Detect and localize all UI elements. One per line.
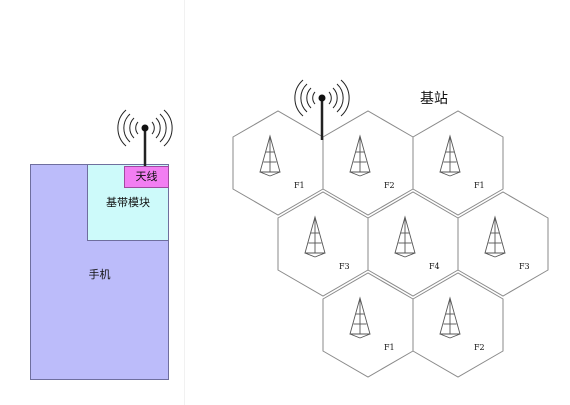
hexagon-cell bbox=[412, 110, 504, 216]
tower-icon bbox=[394, 215, 416, 258]
tower-icon bbox=[439, 134, 461, 177]
cell-freq-label: F4 bbox=[429, 262, 440, 271]
tower-icon bbox=[439, 296, 461, 339]
cell-freq-label: F3 bbox=[339, 262, 350, 271]
cell-7: F1 bbox=[322, 272, 414, 378]
cell-freq-label: F2 bbox=[384, 181, 395, 190]
phone-label: 手机 bbox=[88, 268, 111, 281]
panel-divider bbox=[184, 0, 185, 405]
hexagon-cell bbox=[412, 272, 504, 378]
tower-icon bbox=[349, 296, 371, 339]
tower-icon bbox=[304, 215, 326, 258]
cell-freq-label: F3 bbox=[519, 262, 530, 271]
tower-icon bbox=[259, 134, 281, 177]
cell-1: F1 bbox=[232, 110, 324, 216]
cell-freq-label: F2 bbox=[474, 343, 485, 352]
signal-antenna-icon bbox=[117, 109, 173, 166]
cell-freq-label: F1 bbox=[384, 343, 395, 352]
cell-3: F1 bbox=[412, 110, 504, 216]
cell-freq-label: F1 bbox=[294, 181, 305, 190]
cell-8: F2 bbox=[412, 272, 504, 378]
signal-antenna-icon bbox=[294, 79, 350, 140]
antenna-module bbox=[124, 166, 169, 188]
baseband-label: 基带模块 bbox=[106, 196, 150, 209]
hexagon-cell bbox=[457, 191, 549, 297]
tower-icon bbox=[484, 215, 506, 258]
base-station-label: 基站 bbox=[420, 91, 448, 107]
tower-icon bbox=[349, 134, 371, 177]
cell-6: F3 bbox=[457, 191, 549, 297]
cell-freq-label: F1 bbox=[474, 181, 485, 190]
antenna-label: 天线 bbox=[135, 170, 158, 183]
